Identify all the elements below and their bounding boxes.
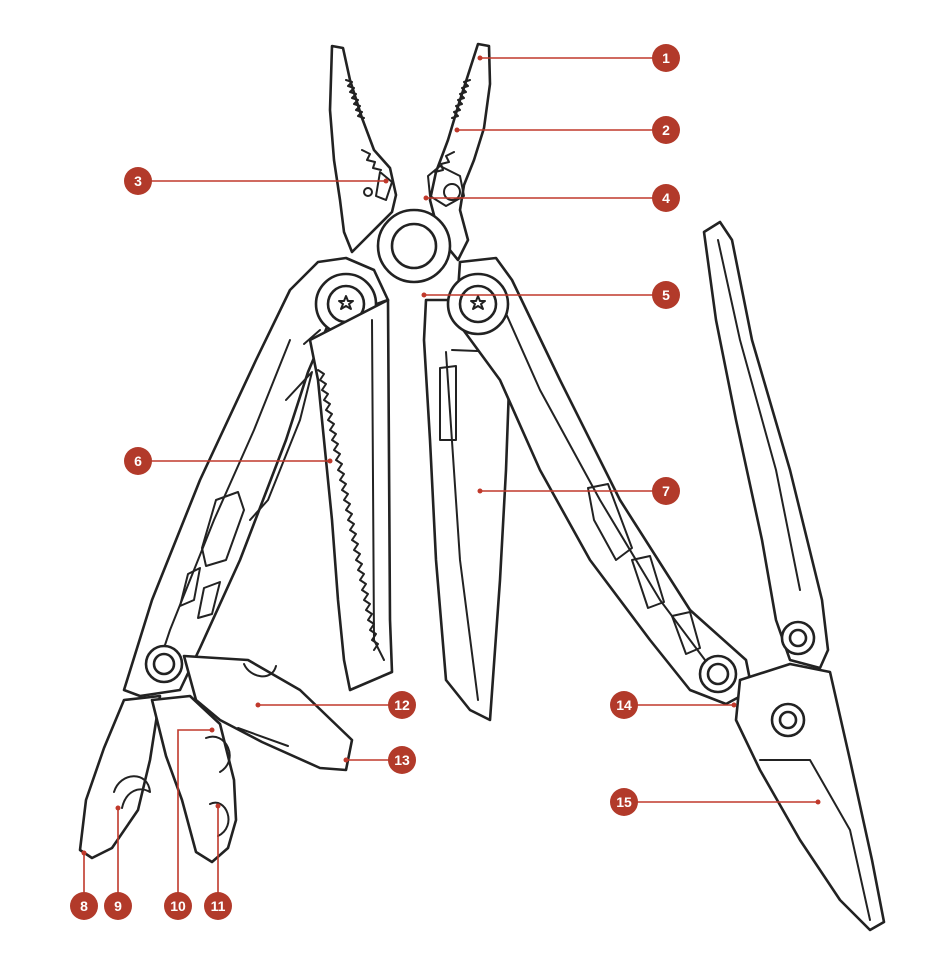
saw-blade — [308, 298, 394, 692]
callout-10: 10 — [164, 727, 215, 920]
pliers-left-jaw — [328, 44, 398, 254]
knife-blade — [422, 298, 512, 722]
callout-6: 6 — [124, 447, 333, 475]
callout-6-label: 6 — [134, 453, 142, 469]
callout-9-label: 9 — [114, 898, 122, 914]
callout-14: 14 — [610, 691, 737, 719]
callout-7: 7 — [477, 477, 680, 505]
callout-11: 11 — [204, 803, 232, 920]
callout-8: 8 — [70, 850, 98, 920]
callout-8-label: 8 — [80, 898, 88, 914]
callout-13-label: 13 — [394, 752, 410, 768]
callout-4: 4 — [423, 184, 680, 212]
scissors-arm — [702, 220, 830, 670]
pliers-head — [328, 42, 492, 284]
callout-14-label: 14 — [616, 697, 632, 713]
callout-9: 9 — [104, 805, 132, 920]
right-jaw-serrations — [434, 79, 471, 173]
callout-10-label: 10 — [170, 898, 186, 914]
callout-2: 2 — [454, 116, 680, 144]
callout-2-label: 2 — [662, 122, 670, 138]
right-handle-cutout — [587, 483, 633, 561]
callout-15: 15 — [610, 788, 821, 816]
left-handle-cutout — [201, 491, 245, 567]
callout-1-label: 1 — [662, 50, 670, 66]
right-handle — [446, 256, 754, 706]
flat-driver-tool — [182, 654, 354, 772]
bottom-left-tools — [78, 654, 354, 864]
callout-5: 5 — [421, 281, 680, 309]
left-jaw-serrations — [345, 79, 382, 171]
callout-1: 1 — [477, 44, 680, 72]
left-handle — [122, 256, 390, 698]
callout-4-label: 4 — [662, 190, 670, 206]
scissors-blades — [734, 662, 886, 932]
callout-15-label: 15 — [616, 794, 632, 810]
jaw-screw — [443, 183, 461, 201]
callout-13: 13 — [343, 746, 416, 774]
hook-tool — [78, 694, 162, 860]
callout-11-label: 11 — [211, 898, 226, 914]
callout-12-label: 12 — [394, 697, 410, 713]
callout-3: 3 — [124, 167, 389, 195]
callout-5-label: 5 — [662, 287, 670, 303]
callout-7-label: 7 — [662, 483, 670, 499]
callout-12: 12 — [255, 691, 416, 719]
callout-3-label: 3 — [134, 173, 142, 189]
saw-teeth — [317, 369, 379, 651]
